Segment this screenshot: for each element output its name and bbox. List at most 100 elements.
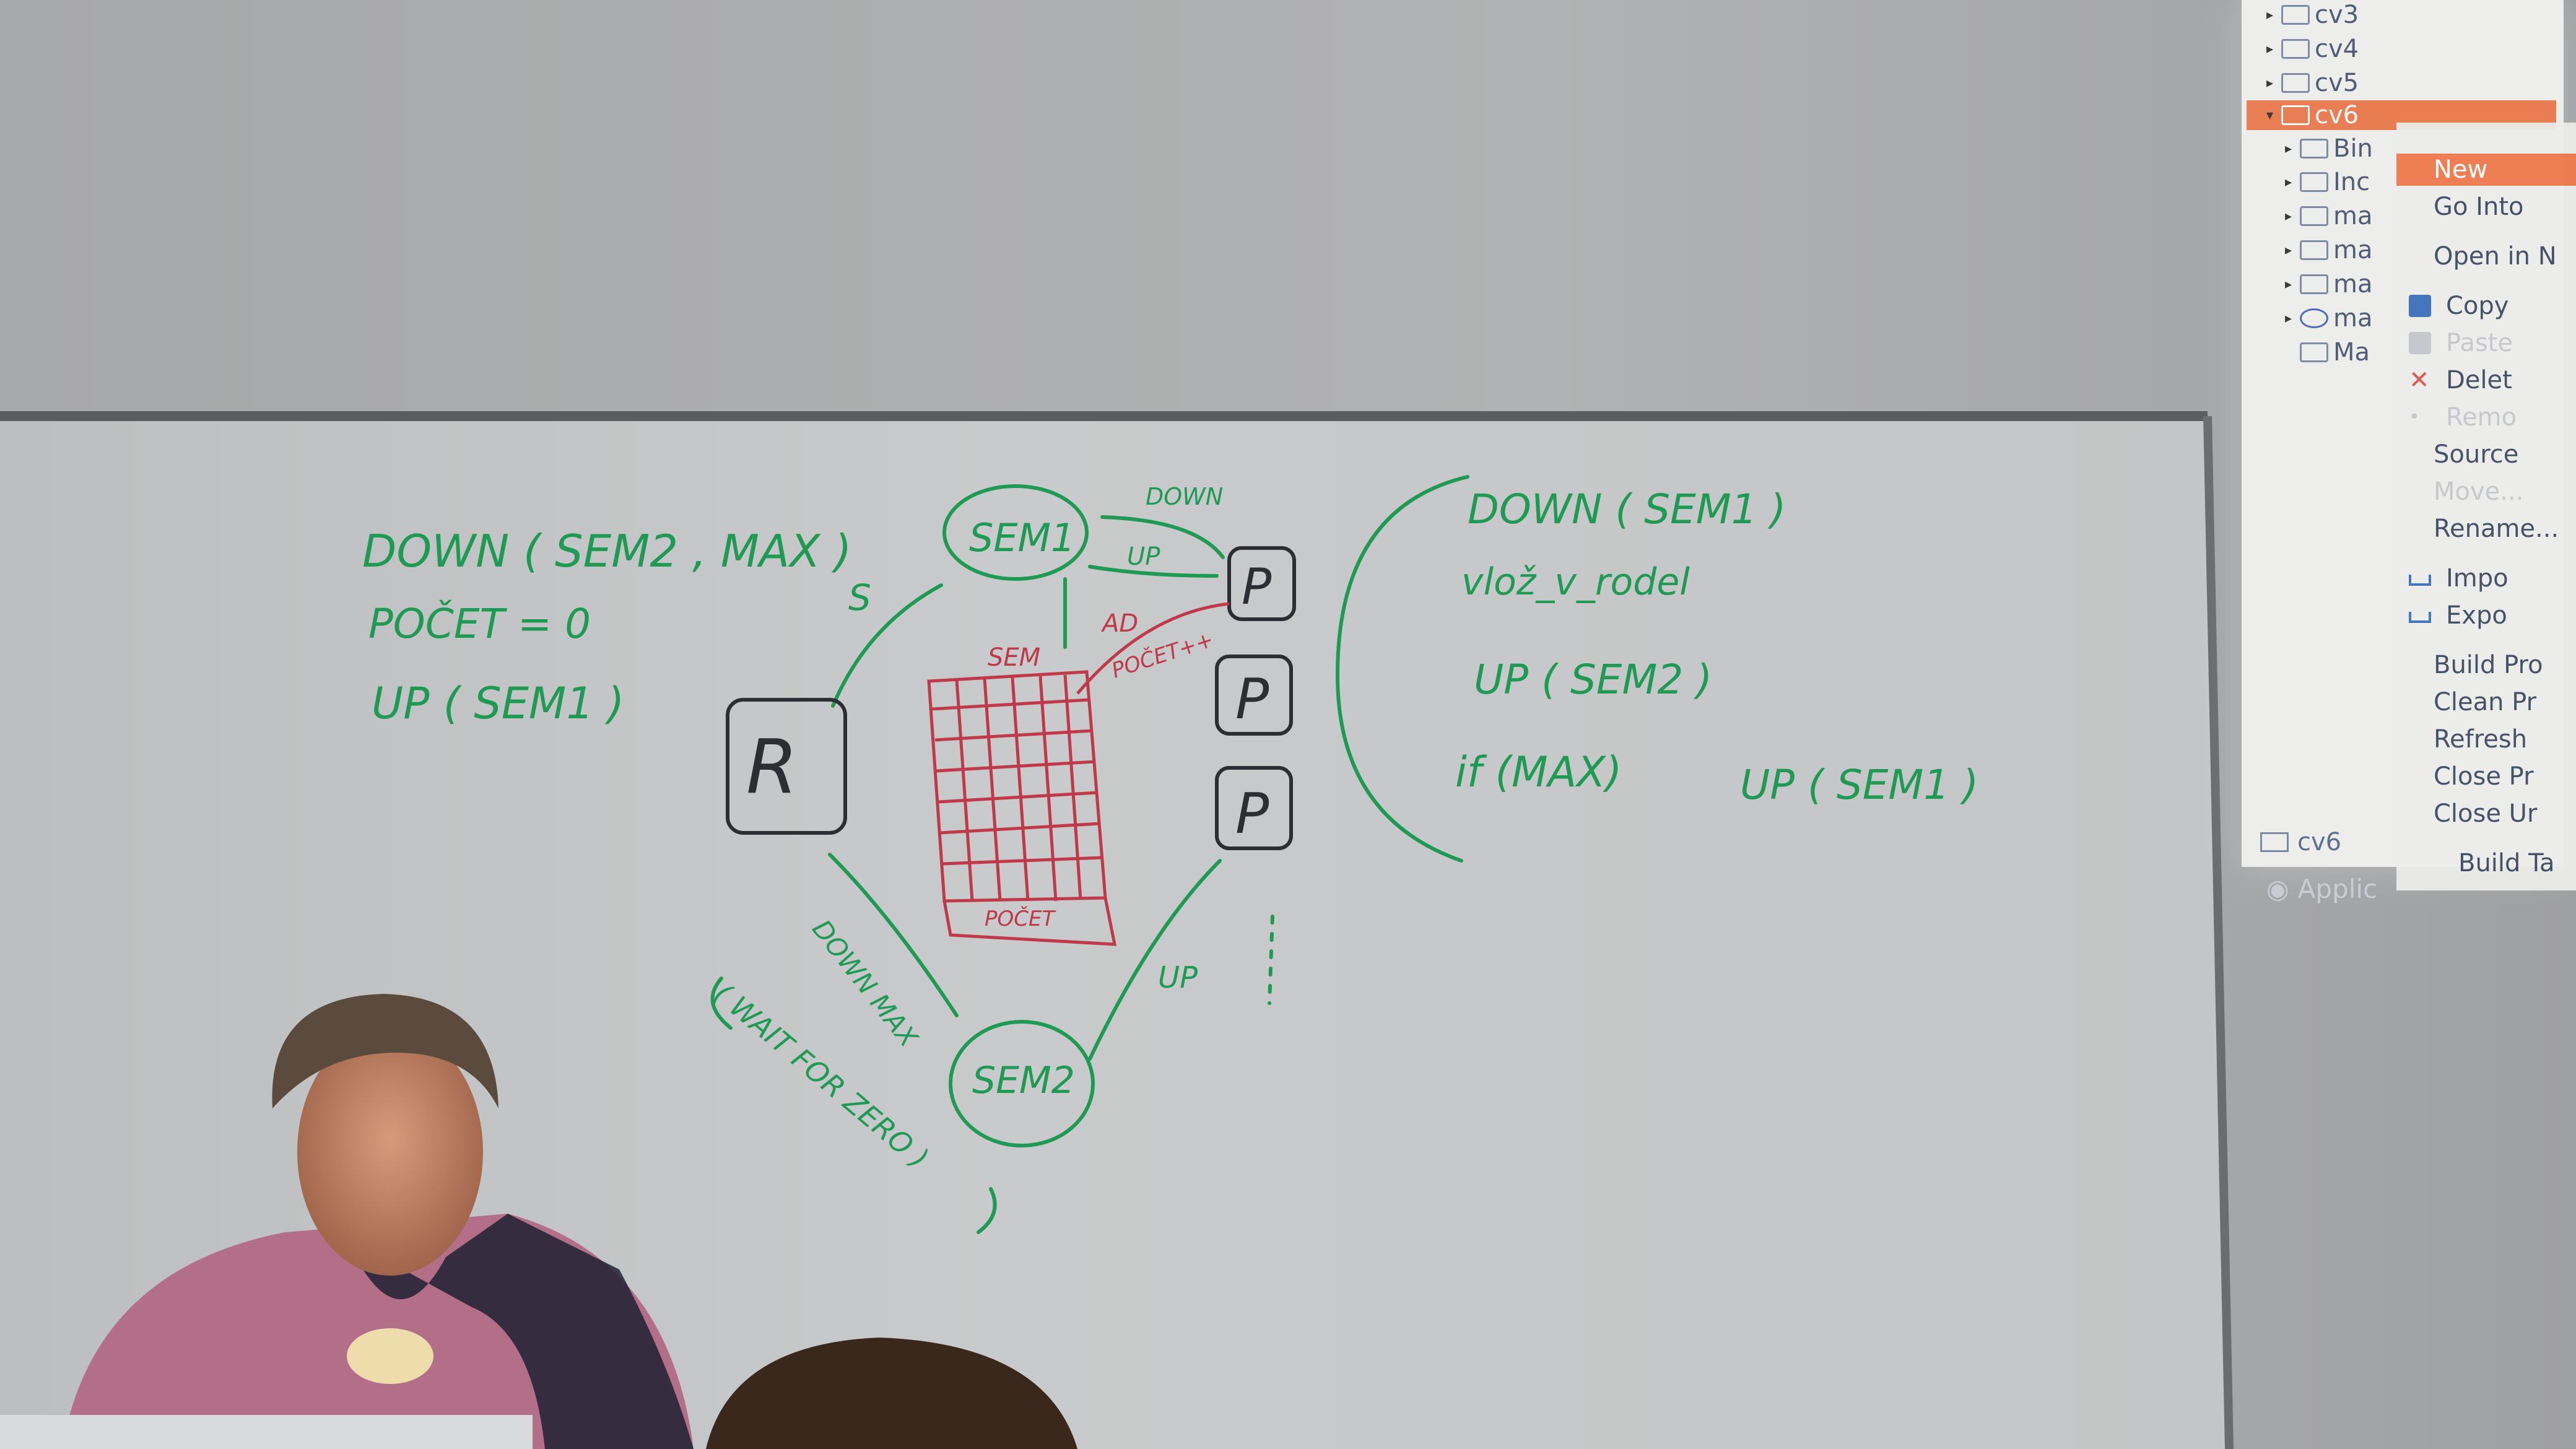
arrow-p-to-sem2: [1088, 859, 1222, 1061]
tree-item-file-2[interactable]: ▸ma: [2285, 236, 2373, 264]
menu-item-remove: •Remo: [2409, 403, 2517, 432]
menu-item-import[interactable]: Impo: [2409, 562, 2509, 594]
right-bracket: [1335, 475, 1469, 863]
reader-box: [726, 698, 847, 835]
tree-item-file-4[interactable]: ▸ma: [2285, 304, 2373, 333]
collapse-arrow-icon[interactable]: ▾: [2266, 107, 2274, 123]
lecturer-face: [297, 1028, 483, 1276]
edge-label-down: DOWN: [1146, 483, 1223, 510]
menu-item-source[interactable]: Source: [2434, 440, 2519, 469]
lecturer: [62, 994, 694, 1449]
left-line-2: POČET = 0: [368, 599, 591, 648]
radio-icon: ◉: [2266, 873, 2289, 904]
edge-label-s: S: [848, 577, 871, 619]
buffer-sem-label: SEM: [988, 643, 1040, 672]
folder-icon: [2281, 5, 2310, 25]
arrow-sem1-up: [1088, 565, 1219, 578]
tree-item-cv5[interactable]: ▸cv5: [2266, 69, 2359, 97]
binaries-icon: [2300, 139, 2328, 159]
edge-label-up-2: UP: [1158, 960, 1198, 995]
expand-arrow-icon[interactable]: ▸: [2285, 276, 2292, 292]
producer-label-2: P: [1235, 667, 1269, 732]
expand-arrow-icon[interactable]: ▸: [2266, 41, 2274, 57]
menu-item-new[interactable]: New: [2396, 154, 2576, 186]
producer-box-2: [1215, 655, 1293, 736]
c-file-icon: [2300, 206, 2328, 226]
menu-item-rename[interactable]: Rename...: [2434, 515, 2559, 543]
reader-label: R: [746, 724, 798, 811]
producer-label-3: P: [1235, 781, 1269, 846]
buffer-count-label: POČET: [985, 906, 1056, 931]
makefile-icon: [2300, 342, 2328, 362]
sem1-label: SEM1: [969, 515, 1075, 560]
menu-item-open-in[interactable]: Open in N: [2434, 242, 2557, 271]
lecturer-hair: [272, 994, 498, 1108]
wait-paren-open: [710, 977, 733, 1030]
expand-arrow-icon[interactable]: ▸: [2266, 7, 2274, 23]
expand-arrow-icon[interactable]: ▸: [2285, 208, 2292, 224]
expand-arrow-icon[interactable]: ▸: [2266, 75, 2274, 91]
tree-item-binaries[interactable]: ▸Bin: [2285, 134, 2373, 163]
folder-icon: [2281, 39, 2310, 59]
tree-item-includes[interactable]: ▸Inc: [2285, 168, 2370, 196]
whiteboard: [0, 416, 2229, 1449]
producer-box-3: [1215, 766, 1293, 850]
sem1-node: [942, 484, 1089, 581]
producer-box-1: [1227, 546, 1296, 621]
copy-icon: [2409, 295, 2431, 317]
right-line-4: if (MAX): [1455, 748, 1622, 797]
applications-tab[interactable]: ◉Applic: [2266, 873, 2378, 904]
menu-item-copy[interactable]: Copy: [2409, 290, 2509, 322]
menu-item-paste: Paste: [2409, 327, 2513, 359]
tree-item-makefile[interactable]: Ma: [2285, 337, 2370, 367]
right-line-1: DOWN ( SEM1 ): [1468, 485, 1786, 533]
delete-icon: ✕: [2409, 366, 2430, 394]
whiteboard-right-frame: [2203, 416, 2234, 1449]
context-menu: New Go Into Open in N Copy Paste ✕Delet …: [2396, 123, 2576, 890]
sem2-label: SEM2: [972, 1059, 1075, 1102]
menu-item-close-unrelated[interactable]: Close Ur: [2434, 799, 2538, 828]
menu-item-clean-project[interactable]: Clean Pr: [2434, 688, 2537, 716]
expand-arrow-icon[interactable]: ▸: [2285, 242, 2292, 258]
tree-item-file-3[interactable]: ▸ma: [2285, 270, 2373, 298]
edge-label-ad: AD: [1100, 609, 1138, 638]
arrow-r-to-sem1: [831, 583, 943, 708]
menu-item-move: Move...: [2434, 477, 2524, 506]
expand-arrow-icon[interactable]: ▸: [2285, 174, 2292, 190]
project-tab-cv6[interactable]: cv6: [2260, 824, 2341, 861]
buffer-grid: [927, 602, 1230, 946]
folder-icon: [2281, 105, 2310, 125]
menu-item-export[interactable]: Expo: [2409, 599, 2507, 632]
left-line-1: DOWN ( SEM2 , MAX ): [362, 525, 852, 577]
tree-item-cv4[interactable]: ▸cv4: [2266, 35, 2359, 63]
light-glare: [347, 1328, 433, 1384]
remove-icon: •: [2409, 406, 2420, 428]
expand-arrow-icon[interactable]: ▸: [2285, 141, 2292, 157]
tree-item-cv6[interactable]: ▾cv6: [2247, 100, 2556, 130]
export-icon: [2409, 612, 2431, 623]
edge-label-up-1: UP: [1127, 542, 1160, 571]
producer-label-1: P: [1242, 558, 1272, 616]
menu-item-build-targets[interactable]: Build Ta: [2458, 849, 2555, 877]
right-line-2: vlož_v_rodel: [1461, 560, 1690, 604]
menu-item-close-project[interactable]: Close Pr: [2434, 762, 2534, 791]
left-line-3: UP ( SEM1 ): [372, 678, 624, 729]
menu-item-build-project[interactable]: Build Pro: [2434, 651, 2543, 679]
menu-item-go-into[interactable]: Go Into: [2434, 193, 2524, 221]
right-line-3: UP ( SEM2 ): [1474, 656, 1712, 703]
executable-icon: [2300, 308, 2328, 328]
c-file-icon: [2300, 240, 2328, 260]
right-line-5: UP ( SEM1 ): [1740, 761, 1978, 809]
arrow-r-to-sem2: [828, 853, 959, 1017]
expand-arrow-icon[interactable]: ▸: [2285, 310, 2292, 326]
menu-item-refresh[interactable]: Refresh: [2434, 725, 2528, 754]
tree-item-file-1[interactable]: ▸ma: [2285, 202, 2373, 230]
sem2-node: [949, 1020, 1095, 1147]
process-boxes: [726, 546, 1296, 850]
menu-item-delete[interactable]: ✕Delet: [2409, 366, 2512, 394]
tree-item-cv3[interactable]: ▸cv3: [2266, 1, 2359, 29]
includes-icon: [2300, 172, 2328, 192]
more-producers-dots: [1268, 915, 1274, 1005]
laptop-edge: [0, 1415, 533, 1449]
